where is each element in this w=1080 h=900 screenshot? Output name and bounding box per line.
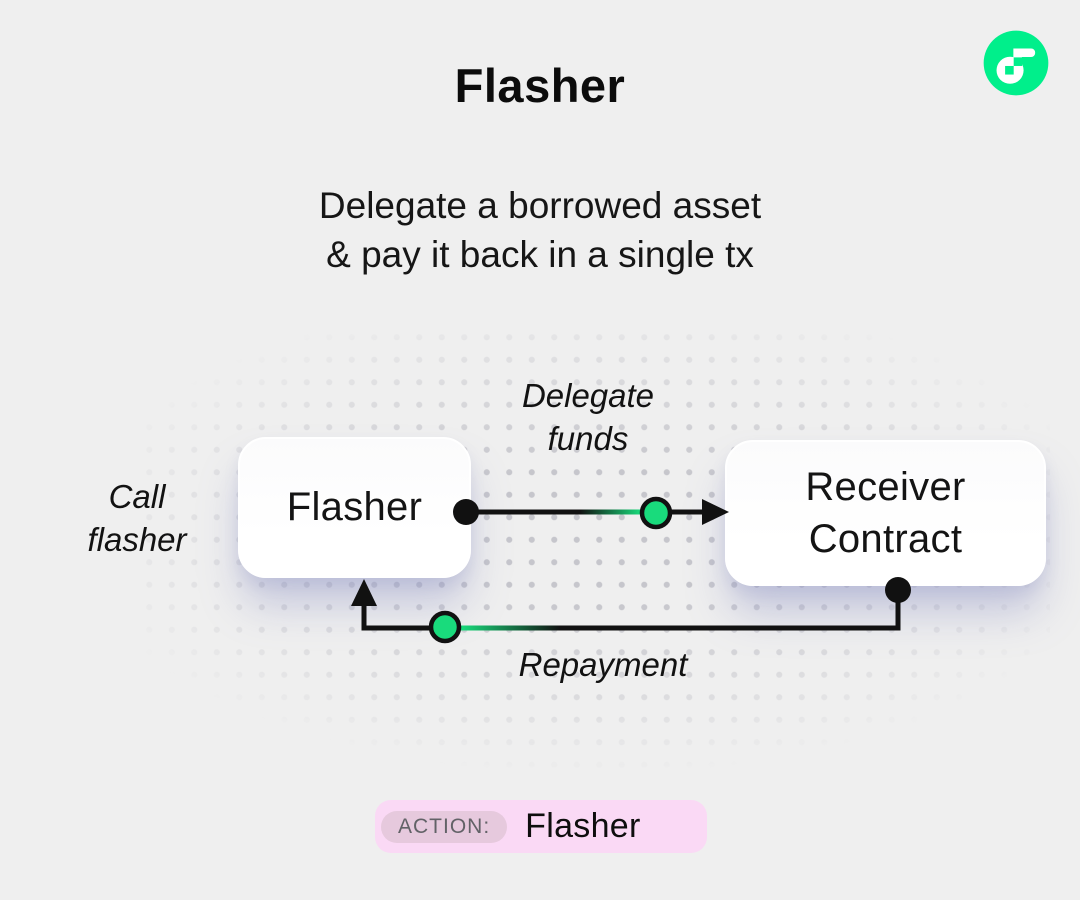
node-receiver-label: Receiver Contract bbox=[805, 465, 966, 561]
action-tag-pill: ACTION: bbox=[381, 810, 508, 843]
edge-label-call-flasher: Call flasher bbox=[87, 478, 187, 558]
action-badge: ACTION: Flasher bbox=[375, 800, 707, 853]
edge-label-repayment: Repayment bbox=[518, 646, 688, 683]
node-flasher-label: Flasher bbox=[286, 485, 423, 529]
flow-logo-icon bbox=[983, 30, 1049, 96]
poster-subtitle: Delegate a borrowed asset & pay it back … bbox=[318, 185, 762, 275]
action-value: Flasher bbox=[525, 807, 641, 845]
page-title: Flasher bbox=[454, 59, 626, 112]
edge-label-delegate-funds: Delegate funds bbox=[521, 377, 655, 457]
node-flasher: Flasher bbox=[238, 437, 471, 578]
node-receiver-contract: Receiver Contract bbox=[725, 440, 1046, 586]
